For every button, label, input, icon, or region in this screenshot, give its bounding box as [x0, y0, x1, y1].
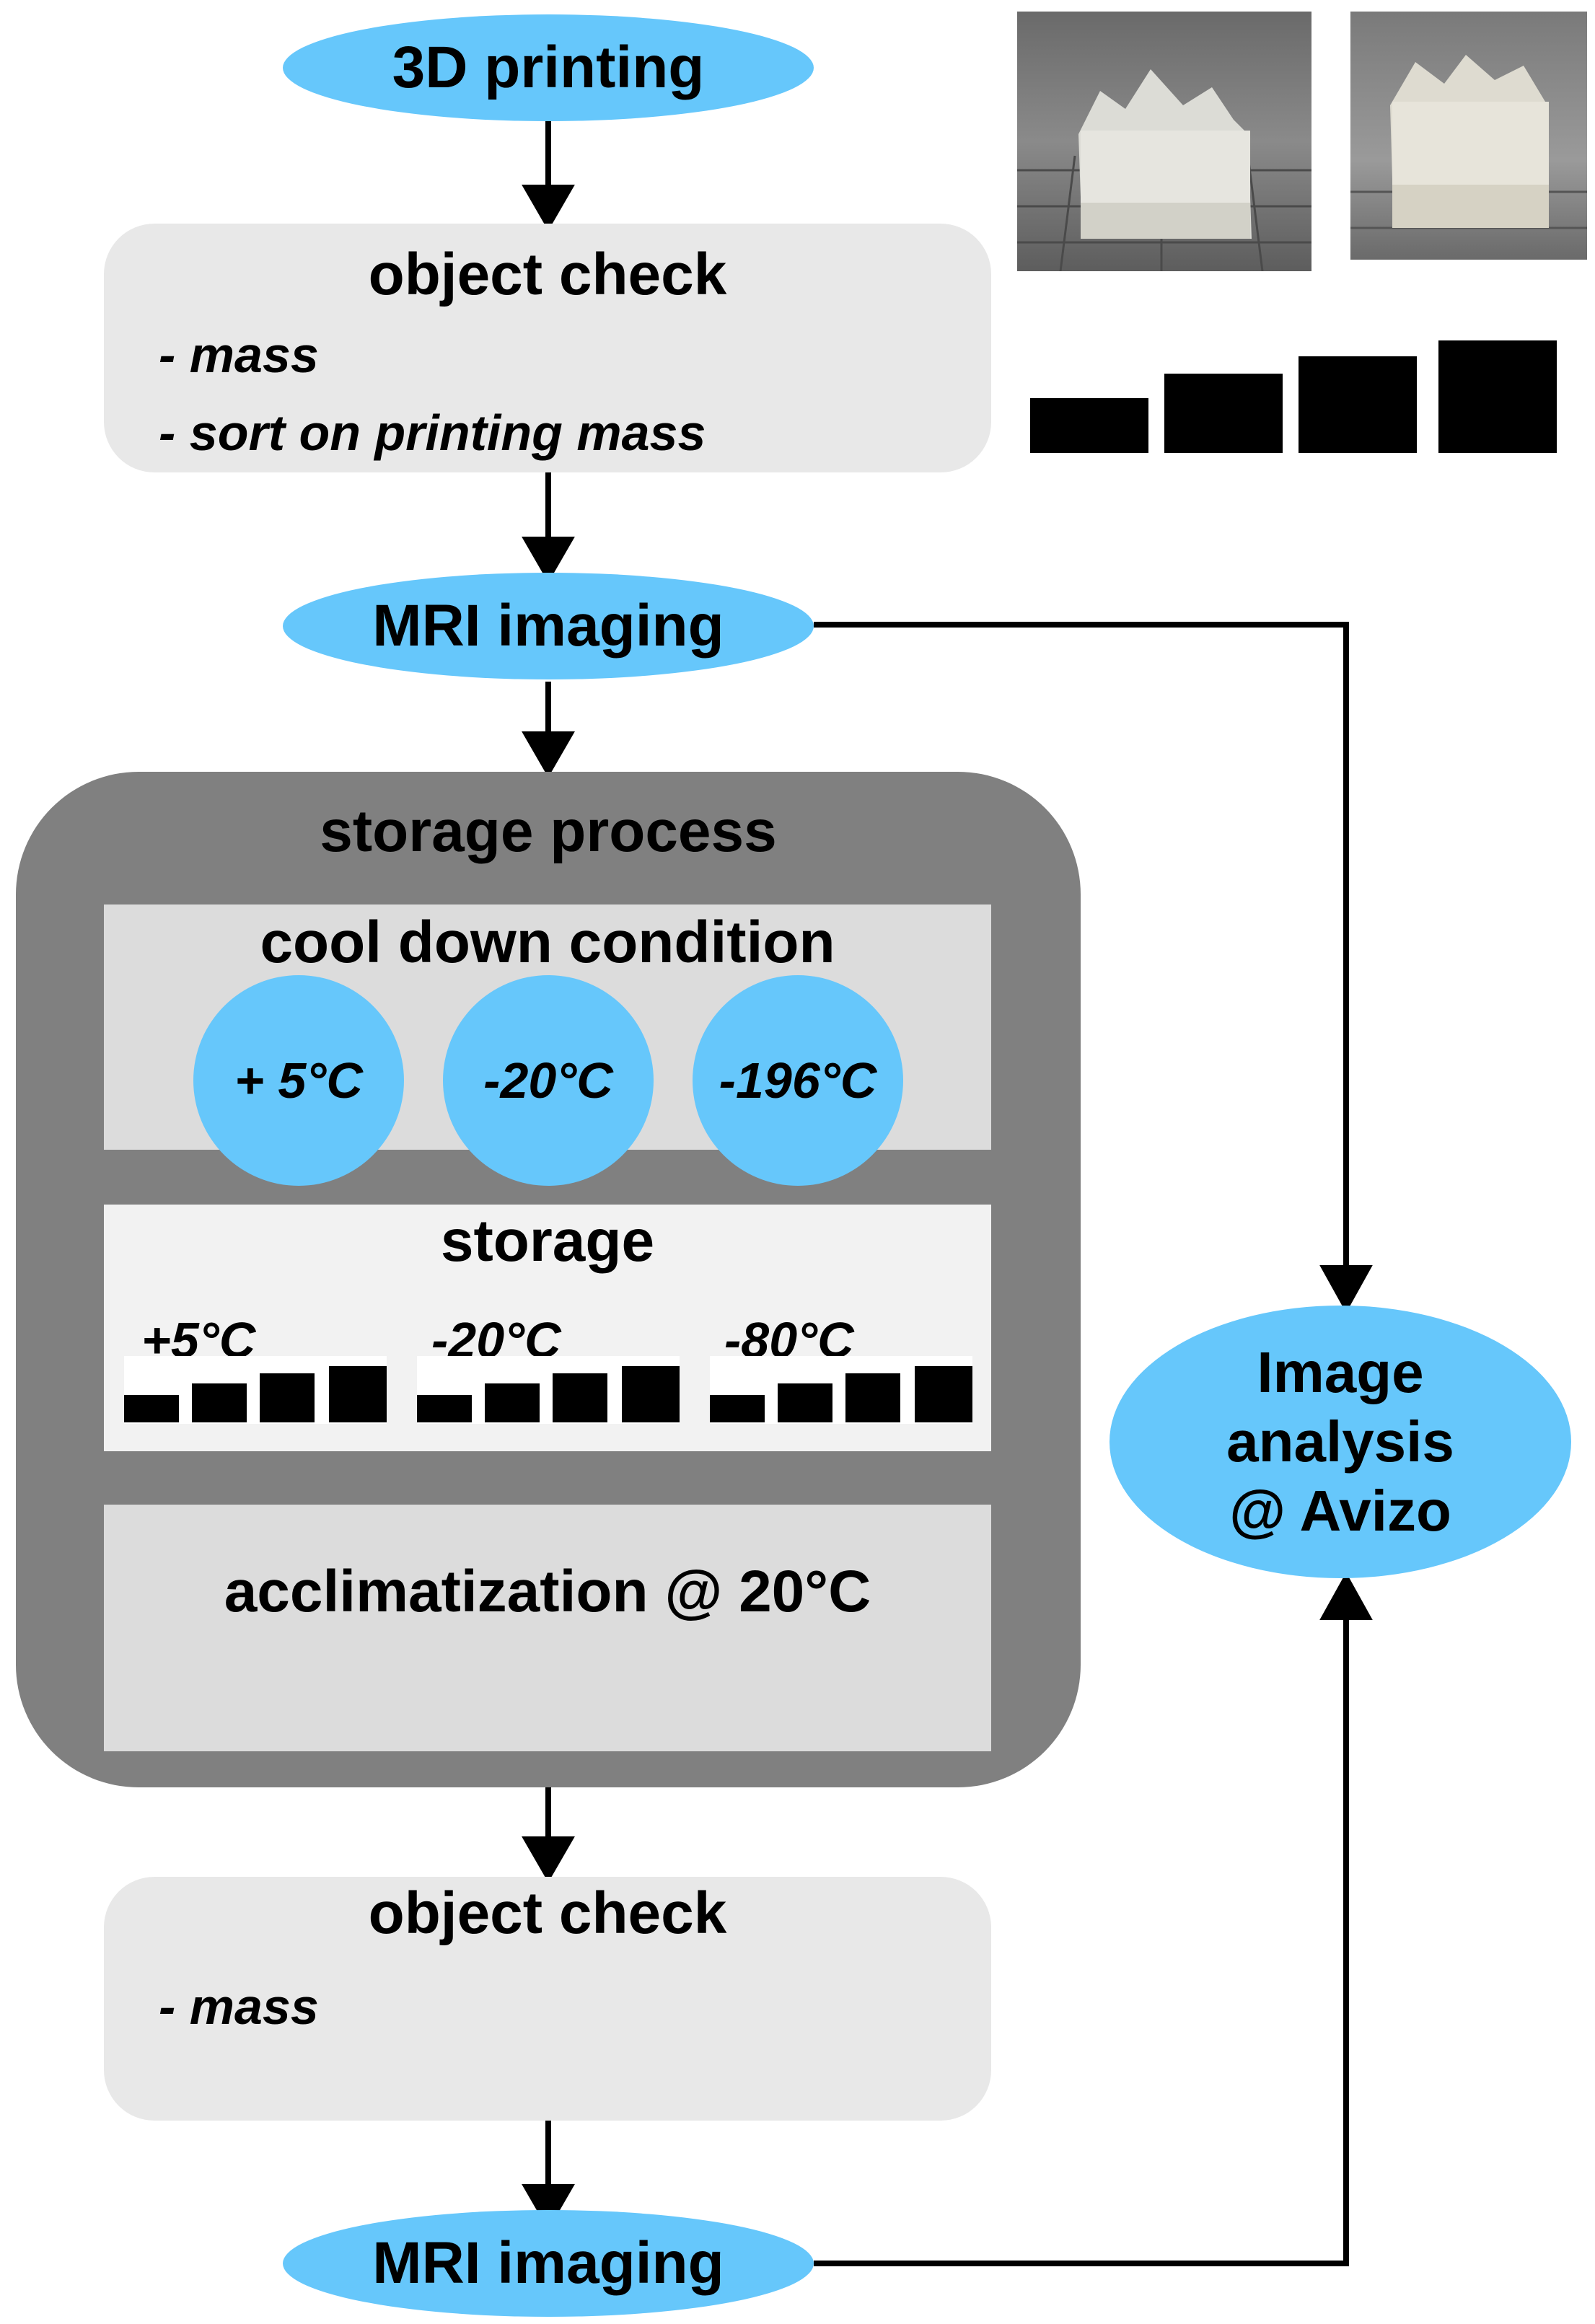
storage-panel: storage +5°C -20°C -80°C: [104, 1205, 991, 1451]
object-check-title-2: object check: [368, 1880, 727, 1946]
analysis-line-1: Image: [1257, 1340, 1424, 1404]
analysis-line-2: analysis: [1226, 1409, 1454, 1474]
acclimatization-label: acclimatization @ 20°C: [224, 1559, 871, 1624]
acclimatization-panel: acclimatization @ 20°C: [104, 1505, 991, 1751]
storage-bars-group-1: [124, 1356, 387, 1424]
object-check-box-2: object check - mass: [104, 1877, 991, 2121]
gel-cube-image: [1017, 69, 1311, 271]
storage-process-panel: storage process cool down condition stor…: [16, 772, 1081, 1787]
bar: [553, 1373, 607, 1422]
bar: [845, 1373, 900, 1422]
bar: [622, 1366, 680, 1422]
node-mri-imaging-2-label: MRI imaging: [372, 2230, 724, 2296]
storage-bars-group-2: [417, 1356, 680, 1424]
cooldown-circle-196: -196°C: [693, 975, 903, 1186]
bar: [417, 1395, 472, 1422]
bar: [192, 1383, 247, 1422]
check1-item-mass: - mass: [159, 327, 319, 383]
bar: [710, 1395, 765, 1422]
cooldown-circle-20: -20°C: [443, 975, 654, 1186]
storage-title: storage: [440, 1208, 655, 1274]
cooldown-label-20: -20°C: [483, 1052, 613, 1109]
node-mri-imaging-2: MRI imaging: [283, 2210, 814, 2317]
node-image-analysis: Image analysis @ Avizo: [1110, 1306, 1571, 1578]
node-3d-printing: 3D printing: [283, 14, 814, 121]
size-bar-4: [1438, 340, 1557, 453]
line-mri2-to-analysis: [814, 1616, 1349, 2266]
storage-process-title: storage process: [320, 798, 777, 864]
node-mri-imaging-1-label: MRI imaging: [372, 592, 724, 659]
line-mri1-to-analysis: [814, 622, 1349, 1269]
object-check-title-1: object check: [368, 242, 727, 307]
cooldown-label-196: -196°C: [719, 1052, 877, 1109]
cooldown-label-5: + 5°C: [234, 1052, 363, 1109]
check2-item-mass: - mass: [159, 1979, 319, 2035]
node-3d-printing-label: 3D printing: [392, 34, 705, 100]
storage-bars-group-3: [710, 1356, 972, 1424]
object-check-box-1: object check - mass - sort on printing m…: [104, 224, 991, 472]
cooldown-title: cool down condition: [260, 910, 835, 975]
bar: [485, 1383, 540, 1422]
node-mri-imaging-1: MRI imaging: [283, 573, 814, 679]
sample-photo-left: [1017, 12, 1311, 271]
size-bar-3: [1299, 356, 1417, 453]
gel-cube-image-2: [1350, 55, 1587, 229]
bar: [260, 1373, 315, 1422]
check1-item-sort: - sort on printing mass: [159, 405, 706, 461]
size-bar-1: [1030, 398, 1148, 453]
analysis-line-3: @ Avizo: [1229, 1479, 1451, 1543]
sample-photo-right: [1350, 12, 1587, 260]
bar: [124, 1395, 179, 1422]
bar: [778, 1383, 832, 1422]
bar: [329, 1366, 387, 1422]
bar: [915, 1366, 972, 1422]
cooldown-circle-5: + 5°C: [193, 975, 404, 1186]
size-bar-2: [1164, 374, 1283, 453]
